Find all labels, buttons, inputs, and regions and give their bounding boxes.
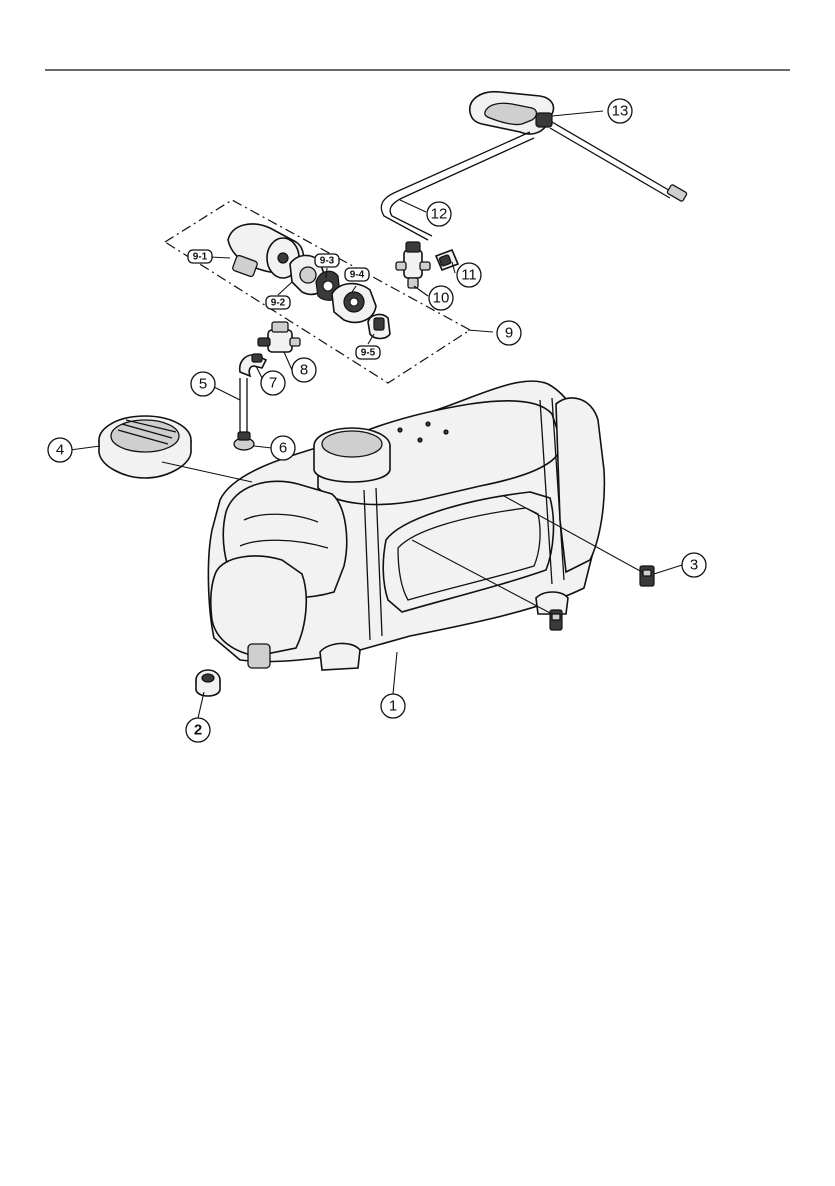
callout-5-label: 5 (199, 376, 207, 393)
tank-lid (99, 416, 191, 478)
callout-12: 12 (427, 202, 451, 226)
tag-9-2-label: 9-2 (271, 298, 286, 309)
drain-cap (196, 670, 220, 696)
callout-5: 5 (191, 372, 215, 396)
tag-9-1-label: 9-1 (193, 252, 208, 263)
callout-2-label: 2 (194, 722, 202, 739)
mounting-clip-side (640, 566, 654, 586)
tag-9-4-label: 9-4 (350, 270, 365, 281)
tag-9-2: 9-2 (266, 296, 290, 309)
callout-13-label: 13 (612, 103, 629, 120)
callout-4-label: 4 (56, 442, 64, 459)
callout-13: 13 (608, 99, 632, 123)
callout-3-label: 3 (690, 557, 698, 574)
tag-9-1: 9-1 (188, 250, 212, 263)
callout-4: 4 (48, 438, 72, 462)
suction-hose (240, 378, 247, 432)
callout-11: 11 (457, 263, 481, 287)
tag-9-3: 9-3 (315, 254, 339, 267)
callout-9-label: 9 (505, 325, 513, 342)
callout-6: 6 (271, 436, 295, 460)
callout-1-label: 1 (389, 698, 397, 715)
callout-8-label: 8 (300, 362, 308, 379)
pressure-valve (396, 242, 430, 288)
callout-10-label: 10 (433, 290, 450, 307)
pump-check-valve (368, 315, 390, 339)
mounting-clip-front (550, 610, 562, 630)
callout-2: 2 (186, 718, 210, 742)
strainer-foot (234, 432, 254, 450)
callout-11-label: 11 (461, 267, 477, 284)
callout-1: 1 (381, 694, 405, 718)
elbow-fitting (240, 354, 266, 376)
tag-9-5: 9-5 (356, 346, 380, 359)
callout-8: 8 (292, 358, 316, 382)
callout-10: 10 (429, 286, 453, 310)
tag-9-3-label: 9-3 (320, 256, 335, 267)
callout-7: 7 (261, 371, 285, 395)
callout-6-label: 6 (279, 440, 287, 457)
quick-connector (436, 250, 458, 270)
inline-filter (258, 322, 300, 352)
tag-9-5-label: 9-5 (361, 348, 376, 359)
callout-12-label: 12 (431, 206, 448, 223)
callout-7-label: 7 (269, 375, 277, 392)
tag-9-4: 9-4 (345, 268, 369, 281)
callout-9: 9 (497, 321, 521, 345)
callout-3: 3 (682, 553, 706, 577)
sprayer-tank (208, 381, 604, 670)
